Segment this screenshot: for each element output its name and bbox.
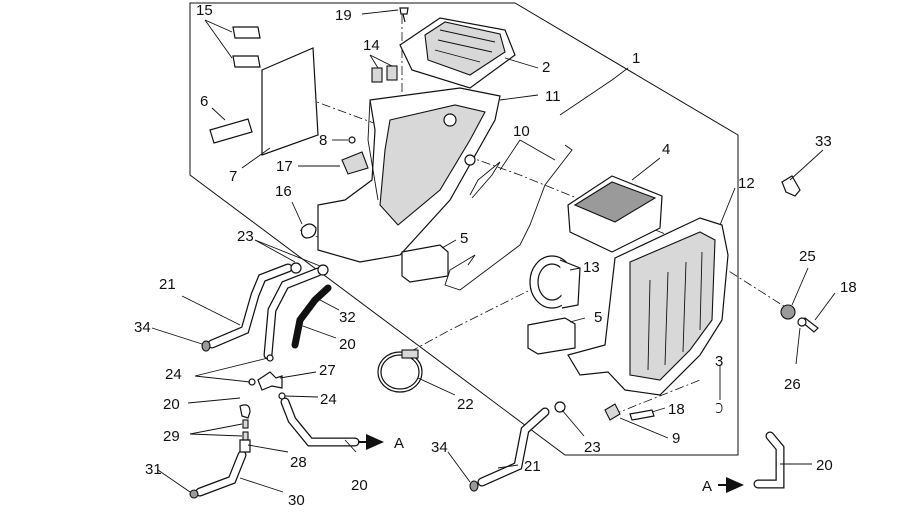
connector-part-28 (239, 439, 251, 453)
callout-label: 28 (290, 454, 307, 471)
callout-label: 34 (134, 319, 151, 336)
callout-label: 30 (288, 492, 305, 509)
callout-label: 18 (840, 279, 857, 296)
callout-labels: 1 2 3 4 5 5 6 7 8 9 10 11 12 13 14 15 16… (134, 2, 857, 509)
callout-label: 20 (339, 336, 356, 353)
callout-label: 24 (165, 366, 182, 383)
hose-part-21-lower (477, 407, 550, 487)
callout-label: 5 (594, 309, 602, 326)
centerline (394, 284, 541, 361)
hose-clamp-part-22 (377, 349, 423, 393)
spacer-part-29 (242, 431, 249, 441)
airbox-lower-part-12 (567, 217, 729, 396)
callout-label: 32 (339, 309, 356, 326)
y-fitting-part-27 (257, 371, 283, 391)
callout-label: 19 (335, 7, 352, 24)
airbox-cover-part-2 (399, 17, 516, 89)
callout-label: 3 (715, 353, 723, 370)
callout-label: 23 (584, 439, 601, 456)
intake-boot-part-13 (529, 255, 581, 309)
callout-label: 24 (320, 391, 337, 408)
foam-block-part-5 (401, 244, 576, 355)
callout-label: 17 (276, 158, 293, 175)
cap-part-34 (469, 480, 479, 492)
centerline (611, 379, 701, 416)
callout-label: 20 (163, 396, 180, 413)
assembly-frame (189, 2, 739, 456)
callout-label: 1 (632, 50, 640, 67)
callout-label: 11 (545, 88, 561, 105)
elbow-part-20 (239, 404, 251, 419)
hose-part-20 (263, 267, 323, 360)
arrow-label-a: A (394, 435, 404, 452)
screw-part-19 (399, 7, 409, 23)
callout-label: 21 (159, 276, 176, 293)
washer-part-26 (797, 317, 807, 327)
callout-label: 8 (319, 132, 327, 149)
leader-lines (151, 9, 836, 493)
hose-ring-part-23 (317, 264, 329, 276)
cap-part-31 (189, 489, 199, 499)
airbox-body-part-11 (317, 87, 501, 263)
arrow-label-a: A (702, 478, 712, 495)
callout-label: 20 (351, 477, 368, 494)
callout-label: 9 (672, 430, 680, 447)
callout-label: 4 (662, 141, 670, 158)
callout-label: 14 (363, 37, 380, 54)
hose-part-30 (195, 450, 247, 497)
callout-label: 16 (275, 183, 292, 200)
callout-label: 13 (583, 259, 600, 276)
callout-label: 15 (196, 2, 213, 19)
fitting-part-8 (348, 136, 356, 144)
callout-label: 21 (524, 458, 541, 475)
pad-part-6 (209, 118, 253, 144)
hose-ring-part-23 (554, 401, 566, 413)
callout-label: 27 (319, 362, 336, 379)
callout-label: 29 (163, 428, 180, 445)
ring-part-24 (278, 392, 286, 400)
air-filter-part-4 (567, 175, 663, 253)
pad-part-15 (232, 26, 261, 68)
hose-part-20-lower (280, 397, 360, 447)
spacer-part-29 (242, 419, 249, 429)
callout-label: 22 (457, 396, 474, 413)
hose-part-21 (207, 263, 293, 349)
callout-label: 18 (668, 401, 685, 418)
callout-label: 6 (200, 93, 208, 110)
drain-part-9 (604, 403, 621, 421)
plate-part-7 (261, 47, 319, 156)
callout-label: 2 (542, 59, 550, 76)
callout-label: 33 (815, 133, 832, 150)
grommet-part-25 (780, 304, 796, 320)
callout-label: 31 (145, 461, 162, 478)
callout-label: 7 (229, 168, 237, 185)
clip-part-14 (371, 65, 398, 83)
callout-label: 34 (431, 439, 448, 456)
screw-part-18 (629, 409, 655, 421)
callout-label: 23 (237, 228, 254, 245)
callout-label: 12 (738, 175, 755, 192)
spring-clip-part-10 (444, 144, 573, 291)
hose-part-20-right (753, 431, 785, 489)
hose-part-32 (291, 284, 332, 349)
hose-ring-part-23 (290, 262, 302, 274)
clip-part-3 (715, 403, 723, 413)
callout-label: 26 (784, 376, 801, 393)
plug-part-16 (300, 223, 317, 239)
callout-label: 5 (460, 230, 468, 247)
callout-label: 10 (513, 123, 530, 140)
cap-part-34 (201, 340, 211, 352)
callout-label: 25 (799, 248, 816, 265)
plate-part-17 (341, 151, 369, 175)
bracket-part-33 (781, 175, 801, 197)
callout-label: 20 (816, 457, 833, 474)
